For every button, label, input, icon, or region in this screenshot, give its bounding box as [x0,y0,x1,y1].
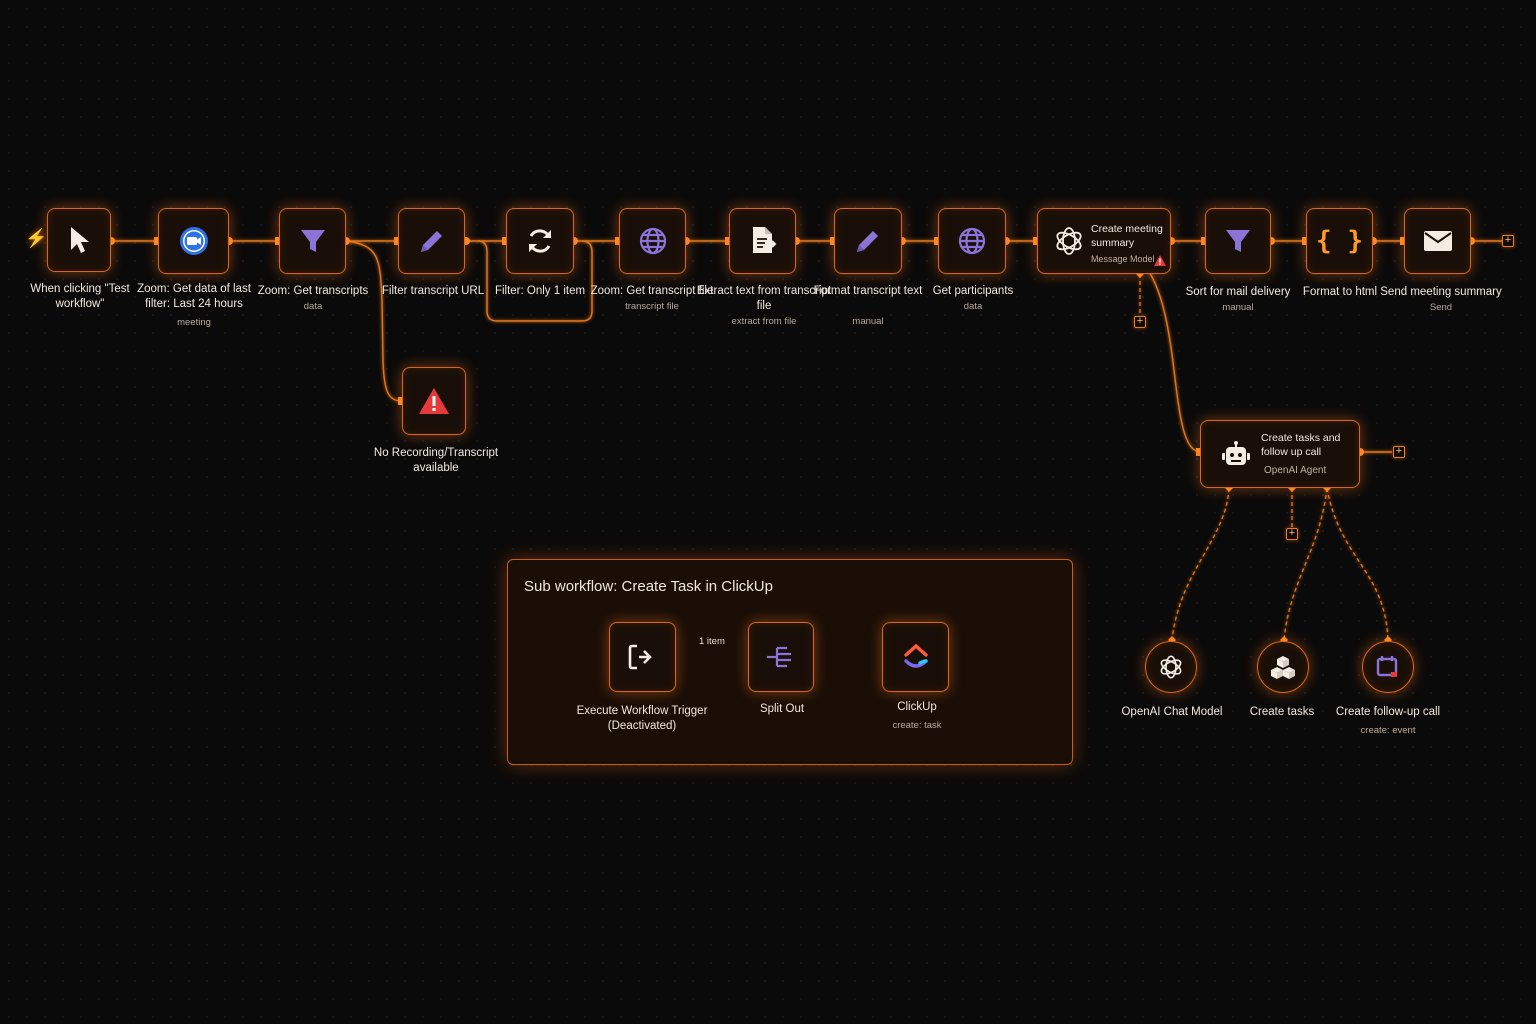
node-subtitle: meeting [177,317,211,328]
connection-line [477,240,593,322]
node-label: Zoom: Get transcript file [590,285,714,297]
node-label: ClickUp [897,701,937,713]
add-node-button[interactable]: + [1502,235,1514,247]
node-label: Create tasks [1249,706,1315,718]
node-subtitle: extract from file [731,316,797,327]
node-label: No Recording/Transcript available [373,447,499,474]
follow-up-node[interactable] [1362,641,1414,693]
node-subtitle: Message Model [1091,254,1155,264]
cubes-icon [1271,656,1295,679]
node-subtitle: create: task [892,720,942,731]
node-label: Format transcript text [813,285,923,297]
connection-line [345,240,402,402]
trigger-bolt-icon: ⚡ [25,228,48,248]
calendar-icon [1376,656,1398,677]
refresh-icon [529,229,551,253]
funnel-icon [1226,230,1250,252]
format-transcript-node[interactable] [834,208,902,274]
file-extract-icon [752,227,776,253]
node-subtitle: data [303,301,323,312]
sign-in-icon [628,644,652,670]
funnel-icon [300,230,325,252]
sub-connection-line [1326,487,1389,641]
format-html-node[interactable]: { } [1306,208,1373,274]
sub-connection-line [1283,487,1328,641]
node-label: OpenAI Chat Model [1121,706,1223,718]
node-label: Format to html [1302,286,1378,298]
edge-item-count: 1 item [699,636,725,647]
node-label: Send meeting summary [1380,286,1502,298]
node-label: Filter transcript URL [381,285,485,297]
connection-line [1139,259,1201,453]
no-recording-node[interactable] [402,367,466,435]
warning-icon [419,388,449,414]
zoom-camera-icon [179,227,208,255]
node-subtitle: manual [852,316,884,327]
add-node-button[interactable]: + [1286,528,1298,540]
globe-icon [958,227,986,255]
clickup-node[interactable] [882,622,949,692]
pencil-icon [857,231,878,252]
node-label: When clicking "Test workflow" [30,283,130,310]
filter-only-one-node[interactable] [506,208,574,274]
openai-icon [1160,655,1182,679]
zoom-get-transcripts-node[interactable] [279,208,346,274]
split-out-icon [767,646,791,668]
node-label: Create follow-up call [1335,706,1441,718]
node-label: Create meeting summary [1091,223,1163,249]
node-label: Split Out [759,703,805,715]
create-tasks-node[interactable] [1257,641,1309,693]
node-subtitle: data [963,301,983,312]
node-subtitle: transcript file [625,301,679,312]
zoom-get-transcript-file-node[interactable] [619,208,686,274]
pencil-icon [420,231,442,252]
node-label: Get participants [932,285,1014,297]
node-subtitle: Send [1429,302,1453,313]
node-subtitle: OpenAI Agent [1264,465,1327,476]
node-label: Create tasks and follow up call [1261,432,1341,458]
sub-connection-line [1171,487,1230,641]
sticky-title: Sub workflow: Create Task in ClickUp [524,578,773,595]
filter-transcript-url-node[interactable] [398,208,465,274]
node-subtitle: manual [1222,302,1254,313]
robot-icon [1222,441,1250,465]
zoom-get-data-node[interactable] [158,208,229,274]
cursor-icon [71,227,89,253]
create-summary-node[interactable]: Create meeting summary Message Model [1037,208,1171,274]
node-label: Filter: Only 1 item [494,285,586,297]
agent-node[interactable]: Create tasks and follow up call OpenAI A… [1200,420,1360,488]
node-label: Zoom: Get data of last filter: Last 24 h… [137,283,251,310]
node-label: Extract text from transcript file [696,285,832,312]
add-node-button[interactable]: + [1134,316,1146,328]
node-label: Zoom: Get transcripts [257,285,369,297]
globe-icon [639,227,666,255]
warning-icon [1154,255,1166,266]
node-label: Sort for mail delivery [1185,286,1291,298]
send-summary-node[interactable] [1404,208,1471,274]
exec-trigger-node[interactable] [609,622,676,692]
node-label: Execute Workflow Trigger (Deactivated) [576,705,708,732]
get-participants-node[interactable] [938,208,1006,274]
node-subtitle: create: event [1360,725,1416,736]
add-node-button[interactable]: + [1393,446,1405,458]
split-out-node[interactable] [748,622,814,692]
clickup-icon [903,643,928,668]
envelope-icon [1423,231,1452,251]
trigger-node[interactable] [47,208,111,272]
sort-mail-node[interactable] [1205,208,1271,274]
chat-model-node[interactable] [1145,641,1197,693]
code-braces-icon: { } [1316,226,1363,256]
extract-text-node[interactable] [729,208,796,274]
openai-icon [1056,227,1082,255]
